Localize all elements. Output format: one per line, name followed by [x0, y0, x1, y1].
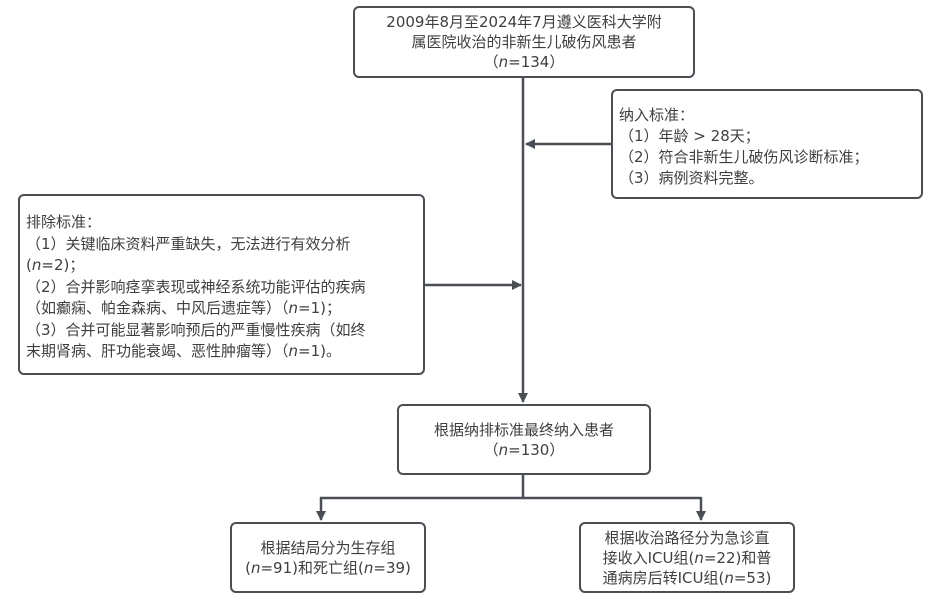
inclusion-item: （3）病例资料完整。: [619, 169, 764, 187]
exclusion-item-2-count-pre: （如癫痫、帕金森病、中风后遗症等）（: [26, 299, 289, 317]
route-line-1: 根据收治路径分为急诊直: [604, 528, 770, 547]
exclusion-item-3-count-pre: 末期肾病、肝功能衰竭、恶性肿瘤等）（: [26, 342, 289, 360]
exclusion-item-3-count-post: =1)。: [298, 342, 341, 360]
source-n-label: n: [498, 53, 509, 71]
exclusion-item-1: （1）关键临床资料严重缺失，无法进行有效分析: [26, 234, 351, 253]
outcome-n-label-2: n: [363, 558, 374, 577]
exclusion-item-2-count-post: =1)；: [298, 299, 341, 317]
outcome-text-c: =39): [373, 558, 411, 577]
source-population-box: 2009年8月至2024年7月遵义医科大学附 属医院收治的非新生儿破伤风患者 （…: [353, 6, 695, 78]
source-line-2: 属医院收治的非新生儿破伤风患者: [411, 33, 637, 51]
final-n-label: n: [498, 440, 509, 459]
route-text-a: 接收入ICU组(: [602, 548, 695, 567]
exclusion-item-1-count-pre: (: [26, 256, 32, 274]
inclusion-criteria-box: 纳入标准： （1）年龄 > 28天； （2）符合非新生儿破伤风诊断标准； （3）…: [611, 89, 923, 199]
exclusion-item-2-n: n: [288, 299, 299, 317]
final-n-value: =130）: [508, 440, 565, 459]
exclusion-item-3-n: n: [288, 342, 299, 360]
exclusion-item-1-count: (n=2)；: [26, 255, 417, 277]
exclusion-item-1-count-post: =2)；: [41, 256, 85, 274]
route-line-2: 接收入ICU组(n=22)和普: [603, 548, 772, 568]
final-cohort-box: 根据纳排标准最终纳入患者 （n=130）: [397, 404, 651, 475]
inclusion-title: 纳入标准：: [619, 106, 695, 124]
route-text-b: =22)和普: [703, 548, 772, 567]
exclusion-criteria-box: 排除标准： （1）关键临床资料严重缺失，无法进行有效分析 (n=2)； （2）合…: [18, 194, 425, 375]
source-line-1: 2009年8月至2024年7月遵义医科大学附: [386, 13, 662, 31]
exclusion-item-1-n: n: [31, 256, 42, 274]
outcome-text-b: =91)和死亡组(: [260, 558, 364, 577]
route-text-c: 通病房后转ICU组(: [602, 568, 725, 587]
final-count-prefix: （: [483, 440, 499, 459]
route-groups-box: 根据收治路径分为急诊直 接收入ICU组(n=22)和普 通病房后转ICU组(n=…: [579, 522, 795, 593]
outcome-n-label-1: n: [250, 558, 261, 577]
exclusion-item-2: （2）合并影响痉挛表现或神经系统功能评估的疾病: [26, 277, 366, 296]
source-n-value: =134）: [508, 53, 565, 71]
outcome-line-2: (n=91)和死亡组(n=39): [245, 558, 411, 578]
inclusion-item: （1）年龄 > 28天；: [619, 127, 760, 145]
route-text-d: =53): [733, 568, 772, 587]
final-line-1: 根据纳排标准最终纳入患者: [433, 420, 614, 439]
source-count-prefix: （: [483, 53, 499, 71]
source-count: （n=134）: [484, 52, 565, 72]
inclusion-item: （2）符合非新生儿破伤风诊断标准；: [619, 148, 869, 166]
route-line-3: 通病房后转ICU组(n=53): [603, 568, 772, 588]
final-count: （n=130）: [484, 440, 565, 460]
exclusion-item-3-count: 末期肾病、肝功能衰竭、恶性肿瘤等）（n=1)。: [26, 341, 417, 363]
exclusion-item-3: （3）合并可能显著影响预后的严重慢性疾病（如终: [26, 320, 366, 339]
route-n-label-2: n: [724, 568, 734, 587]
route-n-label-1: n: [694, 548, 704, 567]
exclusion-item-2-count: （如癫痫、帕金森病、中风后遗症等）（n=1)；: [26, 298, 417, 320]
outcome-text-a: (: [245, 558, 251, 577]
outcome-groups-box: 根据结局分为生存组 (n=91)和死亡组(n=39): [230, 522, 426, 593]
outcome-line-1: 根据结局分为生存组: [260, 538, 396, 557]
exclusion-title: 排除标准：: [26, 213, 102, 231]
